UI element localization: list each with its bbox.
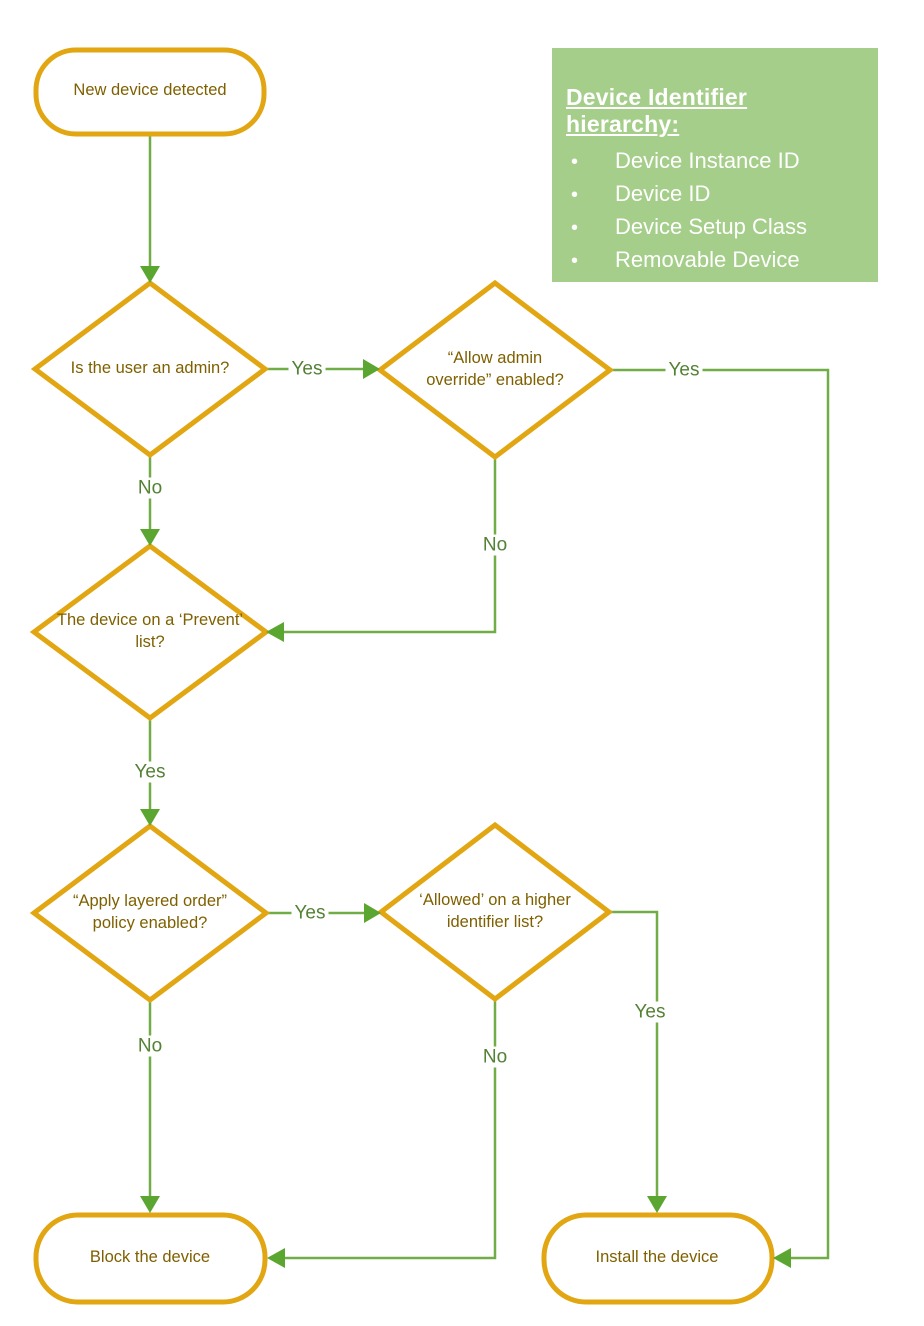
decision-admin-label: Is the user an admin?: [70, 359, 230, 378]
edge-label-override-no: No: [479, 534, 511, 556]
decision-layered-shape: [29, 822, 271, 1004]
bullet-icon: •: [571, 250, 579, 272]
decision-override-label: “Allow admin override” enabled?: [426, 349, 564, 389]
legend-item-label: Device Instance ID: [615, 148, 800, 173]
decision-prevent-label: The device on a ‘Prevent’ list?: [56, 611, 244, 651]
arrowhead-into-prevent-top: [140, 529, 160, 546]
arrowhead-into-layered: [140, 809, 160, 826]
arrowhead-into-install-top: [647, 1196, 667, 1213]
node-shapes: [29, 47, 775, 1305]
arrowhead-into-admin: [140, 266, 160, 283]
start-terminator-shape: [33, 47, 267, 137]
arrowheads: [140, 266, 791, 1268]
bullet-icon: •: [571, 184, 579, 206]
legend-item: • Device ID: [566, 178, 866, 211]
edge-label-allowed-yes: Yes: [631, 1001, 669, 1023]
arrowhead-into-override: [363, 359, 380, 379]
arrowhead-into-block-right: [267, 1248, 285, 1268]
install-terminator-shape: [541, 1212, 775, 1305]
bullet-icon: •: [571, 217, 579, 239]
legend-item: • Device Setup Class: [566, 211, 866, 244]
connector-override-yes: [610, 368, 830, 1260]
legend-item: • Removable Device: [566, 244, 866, 277]
connector-override-no: [284, 457, 497, 634]
decision-layered-label: “Apply layered order” policy enabled?: [72, 892, 228, 932]
edge-label-admin-yes: Yes: [288, 358, 326, 380]
decision-override-shape: [375, 279, 615, 461]
edge-label-admin-no: No: [134, 477, 166, 499]
bullet-icon: •: [571, 151, 579, 173]
install-node-label: Install the device: [595, 1248, 719, 1267]
legend-item-label: Device ID: [615, 181, 711, 206]
edge-label-allowed-no: No: [479, 1046, 511, 1068]
arrowhead-into-block-top: [140, 1196, 160, 1213]
edge-label-layered-no: No: [134, 1035, 166, 1057]
decision-prevent-shape: [29, 542, 271, 722]
decision-allowed-label: ‘Allowed’ on a higher identifier list?: [419, 891, 571, 931]
block-terminator-shape: [33, 1212, 268, 1305]
edge-label-layered-yes: Yes: [291, 902, 329, 924]
legend-item: • Device Instance ID: [566, 145, 866, 178]
arrowhead-into-install-right: [773, 1248, 791, 1268]
start-node-label: New device detected: [73, 81, 227, 100]
legend-item-label: Device Setup Class: [615, 214, 807, 239]
decision-allowed-shape: [376, 821, 614, 1003]
legend-item-label: Removable Device: [615, 247, 800, 272]
legend-heading: Device Identifier hierarchy:: [566, 84, 748, 137]
arrowhead-into-allowed: [364, 903, 381, 923]
connector-allowed-yes: [609, 910, 659, 1196]
legend-box: Device Identifier hierarchy: • Device In…: [552, 48, 878, 282]
edge-label-override-yes: Yes: [665, 359, 703, 381]
decision-admin-shape: [30, 279, 270, 459]
block-node-label: Block the device: [89, 1248, 211, 1267]
arrowhead-into-prevent-right: [266, 622, 284, 642]
connector-allowed-no: [285, 999, 497, 1260]
edge-label-prevent-yes: Yes: [131, 761, 169, 783]
